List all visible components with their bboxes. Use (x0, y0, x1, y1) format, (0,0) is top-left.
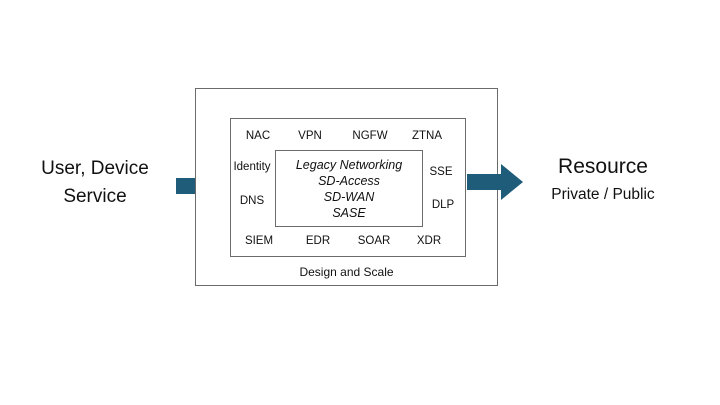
service-ztna: ZTNA (411, 130, 443, 142)
source-label-line2: Service (63, 186, 127, 207)
outer-box-caption: Design and Scale (299, 265, 394, 279)
service-xdr: XDR (416, 235, 442, 247)
source-label: User, Device Service (10, 155, 180, 211)
service-dns: DNS (239, 195, 265, 207)
resource-subtitle: Private / Public (551, 186, 655, 203)
source-label-line1: User, Device (41, 158, 149, 179)
core-box: Legacy Networking SD-Access SD-WAN SASE (275, 150, 423, 227)
service-edr: EDR (305, 235, 331, 247)
core-line-legacy: Legacy Networking (295, 157, 403, 172)
service-vpn: VPN (298, 130, 322, 142)
service-dlp: DLP (431, 199, 455, 211)
service-ngfw: NGFW (352, 130, 388, 142)
service-sse: SSE (429, 166, 453, 178)
core-line-sd-access: SD-Access (318, 173, 380, 188)
resource-title: Resource (558, 155, 648, 178)
core-line-sd-wan: SD-WAN (323, 189, 375, 204)
service-siem: SIEM (244, 235, 274, 247)
core-line-sase: SASE (332, 205, 366, 220)
service-identity: Identity (233, 161, 271, 173)
service-soar: SOAR (357, 235, 391, 247)
outbound-arrow-icon (467, 164, 523, 200)
service-nac: NAC (245, 130, 271, 142)
